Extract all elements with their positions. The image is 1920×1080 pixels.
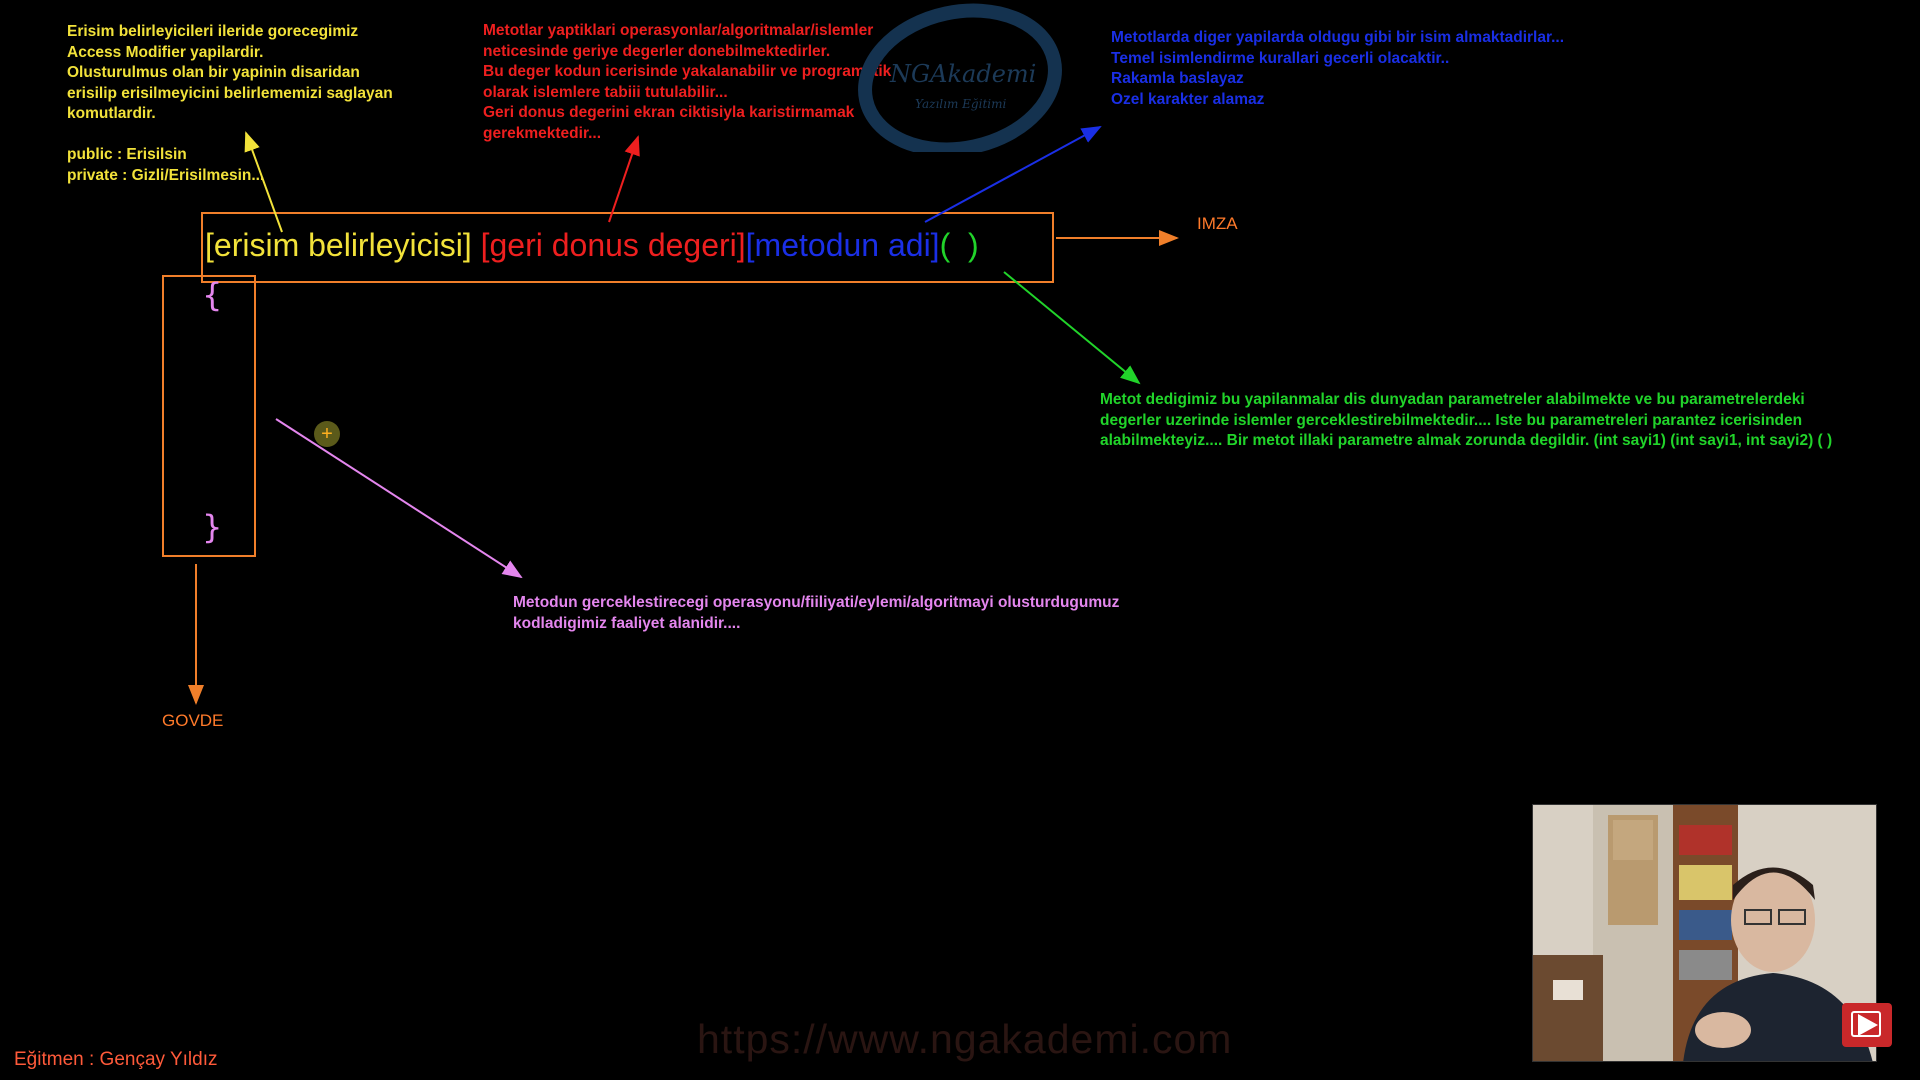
instructor-caption: Eğitmen : Gençay Yıldız	[14, 1049, 218, 1070]
note-line: public : Erisilsin	[67, 146, 187, 163]
note-line: Rakamla baslayaz	[1111, 70, 1244, 87]
ngakademi-logo	[858, 3, 1062, 152]
open-brace: {	[202, 276, 223, 314]
youtube-play-icon[interactable]	[1842, 1003, 1892, 1047]
signature-name: [metodun adi]	[745, 227, 940, 263]
arrow-params	[1003, 271, 1141, 385]
note-line: Geri donus degerini ekran ciktisiyla kar…	[483, 104, 855, 121]
note-line: gerekmektedir...	[483, 124, 602, 142]
note-line: Olusturulmus olan bir yapinin disaridan	[67, 64, 360, 81]
arrow-access	[244, 131, 283, 233]
note-line: alabilmekteyiz.... Bir metot illaki para…	[1100, 432, 1833, 449]
note-line: komutlardir.	[67, 105, 156, 122]
note-line: olarak islemlere tabiii tutulabilir...	[483, 83, 728, 101]
signature-params: ( )	[939, 227, 979, 263]
note-line: Metot dedigimiz bu yapilanmalar dis duny…	[1100, 391, 1805, 408]
arrow-return	[608, 135, 640, 223]
body-label: GOVDE	[162, 711, 224, 730]
method-body-note: Metodun gerceklestirecegi operasyonu/fii…	[513, 593, 1119, 634]
note-line: erisilip erisilmeyicini belirlememizi sa…	[67, 84, 393, 102]
return-value-note: Metotlar yaptiklari operasyonlar/algorit…	[483, 21, 891, 144]
logo-subtitle: Yazılım Eğitimi	[915, 97, 1007, 111]
signature-frame	[201, 212, 1054, 283]
parameters-note: Metot dedigimiz bu yapilanmalar dis duny…	[1100, 390, 1832, 452]
note-line: neticesinde geriye degerler donebilmekte…	[483, 42, 831, 60]
note-line: Metodun gerceklestirecegi operasyonu/fii…	[513, 594, 1120, 611]
logo-name: NGAkademi	[890, 60, 1037, 88]
note-line: Ozel karakter alamaz	[1111, 90, 1265, 108]
note-line: Metotlar yaptiklari operasyonlar/algorit…	[483, 22, 874, 39]
signature-return: [geri donus degeri]	[480, 227, 746, 263]
webcam-scene	[1533, 805, 1876, 1061]
note-line: degerler uzerinde islemler gerceklestire…	[1100, 411, 1803, 429]
play-frame	[1851, 1011, 1881, 1037]
method-name-note: Metotlarda diger yapilarda oldugu gibi b…	[1111, 28, 1564, 110]
play-triangle	[1858, 1014, 1878, 1036]
close-brace: }	[202, 508, 223, 546]
access-modifier-note: Erisim belirleyicileri ileride gorecegim…	[67, 22, 393, 186]
signature-access: [erisim belirleyicisi]	[205, 227, 481, 263]
arrow-name	[924, 126, 1102, 223]
note-line: Metotlarda diger yapilarda oldugu gibi b…	[1111, 29, 1565, 46]
method-signature: [erisim belirleyicisi] [geri donus deger…	[205, 227, 979, 264]
pointer-cursor-icon: +	[314, 421, 340, 447]
note-line: Temel isimlendirme kurallari gecerli ola…	[1111, 49, 1450, 67]
body-frame	[162, 275, 256, 557]
note-line: Erisim belirleyicileri ileride gorecegim…	[67, 23, 359, 40]
note-line: kodladigimiz faaliyet alanidir....	[513, 614, 741, 632]
note-line: private : Gizli/Erisilmesin...	[67, 166, 265, 184]
webcam-video	[1532, 804, 1877, 1062]
website-watermark: https://www.ngakademi.com	[697, 1016, 1233, 1062]
signature-label: IMZA	[1197, 214, 1238, 233]
arrow-body	[275, 418, 523, 579]
note-line: Access Modifier yapilardir.	[67, 43, 264, 61]
